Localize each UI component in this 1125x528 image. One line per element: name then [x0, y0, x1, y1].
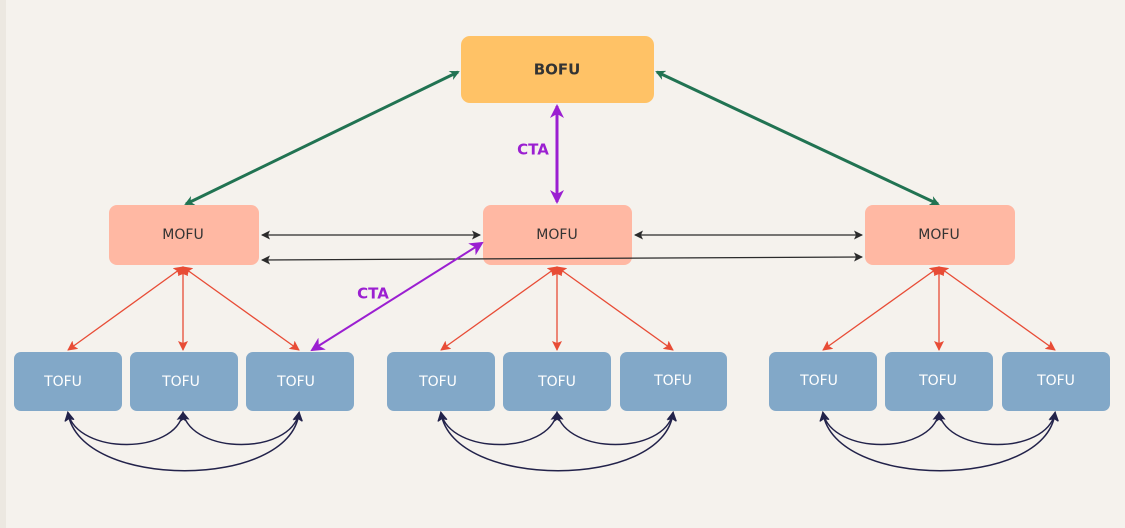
mofu-tofu-arrows [67, 266, 1056, 351]
tofu-curve [180, 411, 303, 446]
bofu-mofu-left-arrow [184, 70, 460, 206]
left-edge-strip [0, 0, 6, 528]
cta-tofu-mofu-arrow [310, 241, 484, 352]
tofu-label: TOFU [418, 374, 457, 390]
tofu-node: TOFU [769, 352, 877, 411]
tofu-node: TOFU [885, 352, 993, 411]
tofu-label: TOFU [799, 373, 838, 389]
tofu-curve [64, 411, 304, 472]
mofu-node-2: MOFU [483, 205, 632, 265]
mofu-tofu-arrow [67, 266, 184, 351]
mofu-tofu-arrow [822, 266, 940, 351]
tofu-label: TOFU [1036, 373, 1075, 389]
tofu-node: TOFU [503, 352, 611, 411]
tofu-label: TOFU [537, 374, 576, 390]
bofu-node: BOFU [461, 36, 654, 103]
mofu-node-3: MOFU [865, 205, 1015, 265]
tofu-node: TOFU [14, 352, 122, 411]
mofu-tofu-arrow [938, 266, 1056, 351]
tofu-curve [438, 411, 561, 446]
tofu-curve [819, 411, 1060, 472]
tofu-node: TOFU [1002, 352, 1110, 411]
tofu-node: TOFU [246, 352, 354, 411]
mofu-tofu-arrow [182, 266, 300, 351]
mofu-label: MOFU [536, 227, 577, 243]
bofu-mofu-right-arrow [655, 70, 940, 206]
cta-top-label: CTA [517, 141, 549, 159]
tofu-nodes: TOFU TOFU TOFU TOFU TOFU TOFU [14, 352, 1110, 411]
cta-left-label: CTA [357, 285, 389, 303]
tofu-label: TOFU [653, 373, 692, 389]
tofu-node: TOFU [620, 352, 727, 411]
mofu-tofu-arrow [556, 266, 674, 351]
bofu-label: BOFU [534, 61, 581, 79]
tofu-curve [554, 411, 677, 446]
tofu-label: TOFU [43, 374, 82, 390]
mofu-label: MOFU [918, 227, 959, 243]
mofu-tofu-arrow [440, 266, 558, 351]
tofu-curve [936, 411, 1059, 446]
tofu-label: TOFU [276, 374, 315, 390]
bofu-mofu-arrows [184, 70, 940, 206]
tofu-curve [437, 411, 678, 472]
tofu-node: TOFU [130, 352, 238, 411]
mofu-node-1: MOFU [109, 205, 259, 265]
tofu-curve [65, 411, 187, 446]
tofu-label: TOFU [918, 373, 957, 389]
tofu-label: TOFU [161, 374, 200, 390]
tofu-node: TOFU [387, 352, 495, 411]
tofu-curves [64, 411, 1060, 472]
tofu-curve [820, 411, 943, 446]
mofu-label: MOFU [162, 227, 203, 243]
